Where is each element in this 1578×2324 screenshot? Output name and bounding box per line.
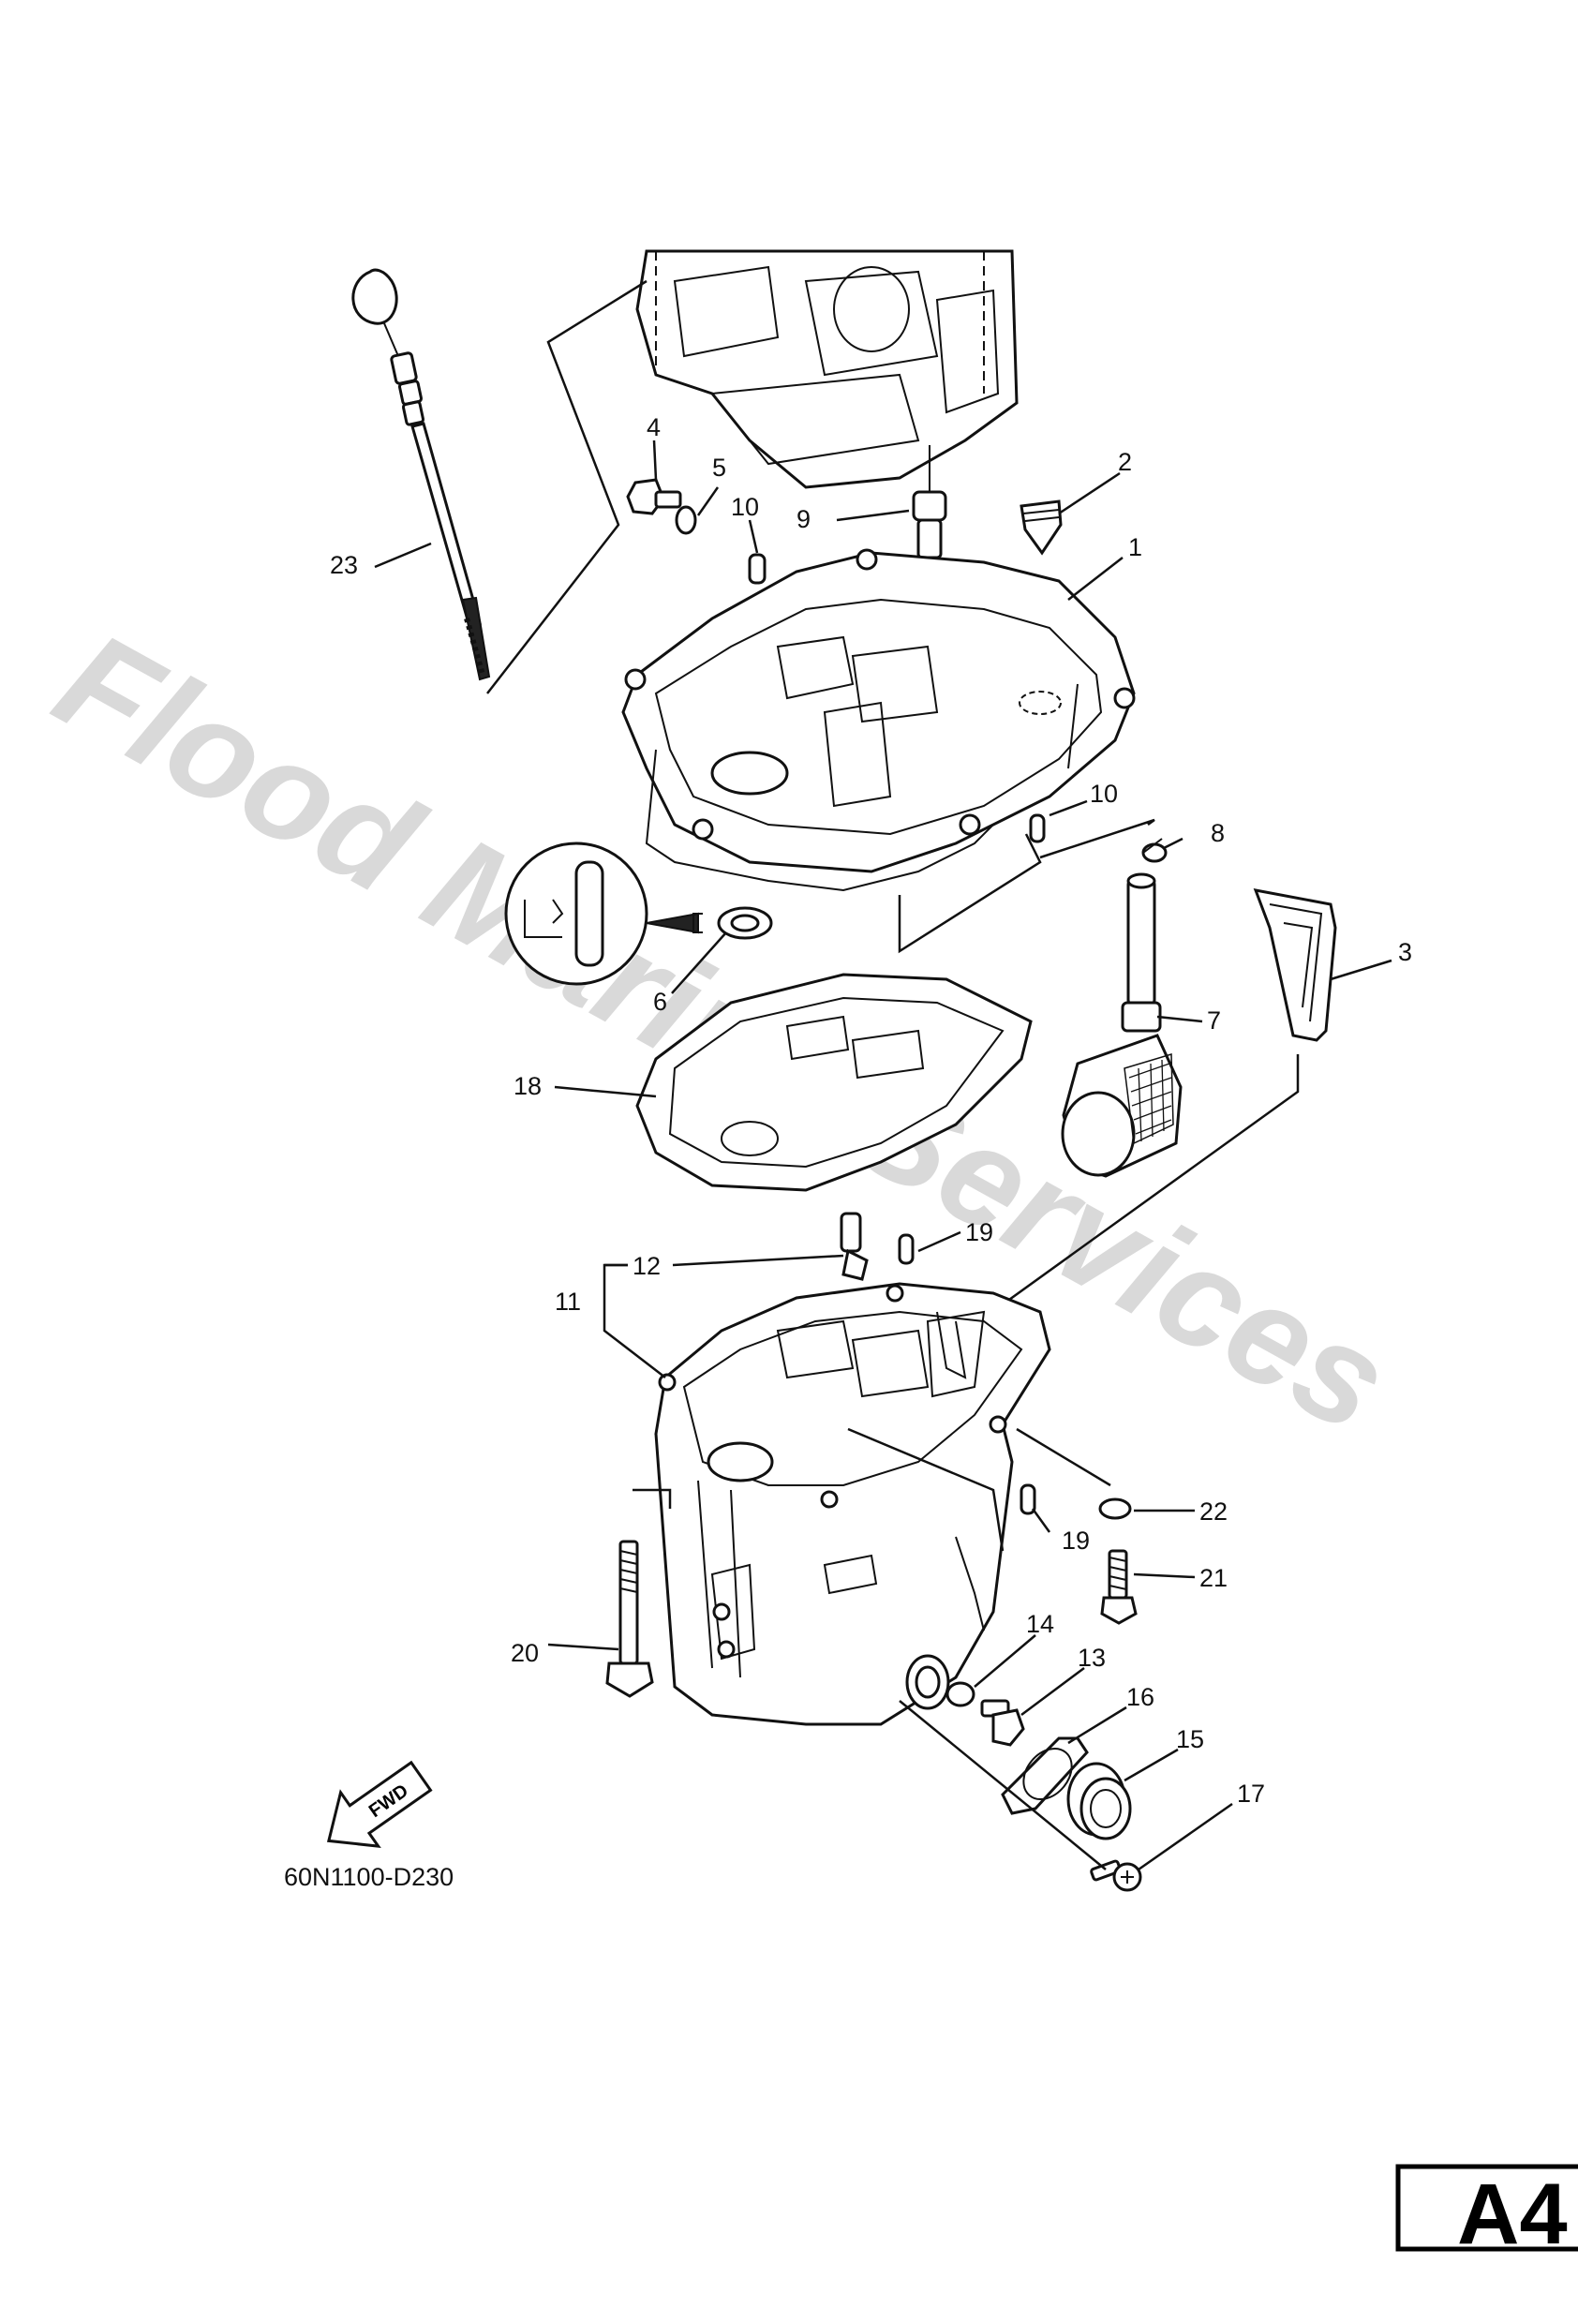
leader-pin-bracket xyxy=(898,833,1042,954)
gasket-part-18 xyxy=(635,973,1033,1192)
plug-part-15 xyxy=(1066,1762,1132,1840)
engine-block-upper xyxy=(635,249,1019,489)
callout-10-upper: 10 xyxy=(731,493,759,521)
bolt-part-13 xyxy=(980,1699,1025,1747)
callout-15: 15 xyxy=(1176,1725,1204,1753)
callout-20: 20 xyxy=(511,1639,539,1667)
bolt-part-20 xyxy=(605,1540,654,1698)
gasket-part-16 xyxy=(1001,1736,1089,1815)
callout-22: 22 xyxy=(1199,1497,1228,1526)
callout-7: 7 xyxy=(1207,1006,1221,1035)
callout-1: 1 xyxy=(1128,533,1142,561)
leader-pan-left xyxy=(633,1488,672,1509)
callout-11: 11 xyxy=(555,1288,581,1316)
callout-5: 5 xyxy=(712,454,726,482)
dowel-pin-part-19-lower xyxy=(1020,1483,1036,1515)
washer-part-14 xyxy=(945,1681,975,1707)
filter-screen-part-2 xyxy=(1020,499,1063,556)
diagram-code: 60N1100-D230 xyxy=(284,1863,454,1891)
callout-16: 16 xyxy=(1126,1683,1154,1711)
bolt-part-21 xyxy=(1100,1549,1138,1625)
callout-leaders xyxy=(374,439,1392,1871)
dowel-pin-part-10-upper xyxy=(748,553,767,585)
oil-strainer-part-7 xyxy=(1061,872,1183,1178)
callout-18: 18 xyxy=(514,1072,542,1100)
bolt-part-4 xyxy=(626,478,682,515)
callout-19-upper: 19 xyxy=(965,1218,993,1246)
callout-2: 2 xyxy=(1118,448,1132,476)
callout-19-lower: 19 xyxy=(1062,1527,1090,1555)
fitting-part-9 xyxy=(912,445,947,559)
leader-drain-bracket xyxy=(899,1700,1107,1870)
callout-10-lower: 10 xyxy=(1090,780,1118,808)
leader-clip-bracket xyxy=(1039,818,1155,859)
callout-9: 9 xyxy=(796,505,811,533)
callout-12: 12 xyxy=(633,1252,661,1280)
screw-part-17 xyxy=(1090,1859,1142,1892)
baffle-plate-part-3 xyxy=(1253,888,1337,1042)
callout-17: 17 xyxy=(1237,1780,1265,1808)
leader-pan-right xyxy=(1016,1427,1111,1487)
callout-8: 8 xyxy=(1211,819,1225,847)
leader-pan-inner xyxy=(847,1427,1005,1552)
callout-4: 4 xyxy=(647,413,661,441)
page-label-box: A4 xyxy=(1395,2164,1578,2262)
callout-21: 21 xyxy=(1199,1564,1228,1592)
oil-pan-part-11 xyxy=(654,1282,1051,1726)
dowel-pin-part-10-lower xyxy=(1029,813,1046,843)
callout-13: 13 xyxy=(1078,1644,1106,1672)
leader-engine-bracket xyxy=(486,279,648,694)
callout-6: 6 xyxy=(653,988,667,1016)
page-label: A4 xyxy=(1457,2167,1568,2262)
washer-part-22 xyxy=(1098,1497,1132,1520)
callout-labels: 1 2 3 4 5 6 7 8 9 10 10 11 12 13 14 15 1… xyxy=(330,413,1412,1808)
forward-arrow-icon: FWD xyxy=(326,1760,433,1848)
callout-14: 14 xyxy=(1026,1610,1054,1638)
callout-23: 23 xyxy=(330,551,358,579)
washer-part-5 xyxy=(675,505,697,535)
clip-part-8 xyxy=(1141,838,1168,863)
callout-3: 3 xyxy=(1398,938,1412,966)
oil-seal-part-6 xyxy=(504,842,773,986)
dowel-pin-part-19-upper xyxy=(898,1233,915,1265)
fitting-part-12 xyxy=(840,1212,869,1281)
upper-casing-part-1 xyxy=(621,548,1136,892)
dipstick xyxy=(351,268,491,681)
